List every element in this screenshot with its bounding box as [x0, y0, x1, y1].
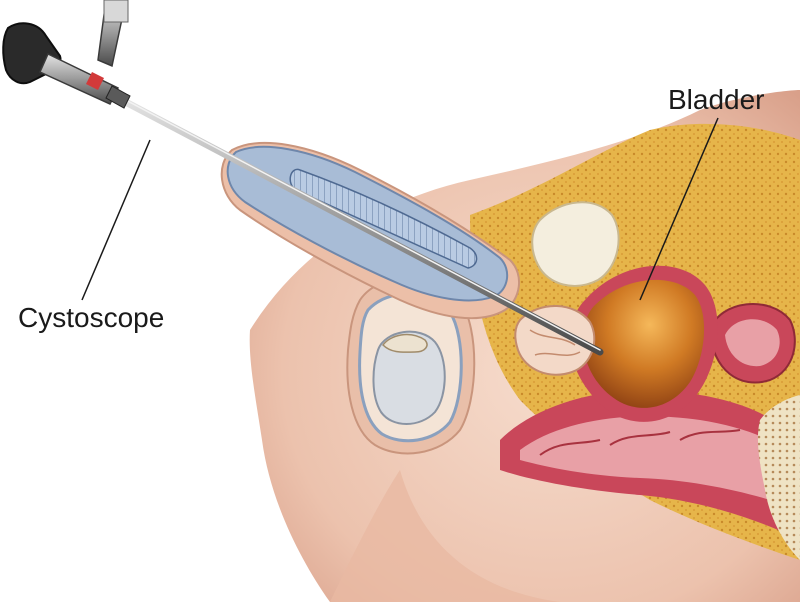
cystoscope-collar	[105, 85, 131, 109]
cystoscope-shaft-highlight	[117, 95, 601, 351]
bladder-leader-line	[639, 117, 719, 301]
cystoscope-head	[2, 0, 131, 109]
sacrum	[757, 395, 800, 560]
cystoscope-label: Cystoscope	[18, 302, 165, 333]
bladder	[583, 279, 705, 408]
rectum-inner	[520, 416, 800, 510]
cystoscope-shaft	[114, 94, 604, 356]
bladder-label: Bladder	[668, 84, 765, 115]
prostate	[514, 305, 596, 376]
buttock-shadow	[330, 470, 560, 602]
prostate-lobes	[529, 329, 581, 356]
epididymis	[382, 333, 428, 353]
cystoscope-red-ring	[86, 72, 104, 90]
cystoscope-light-cap	[103, 0, 129, 23]
colon-loop-inner	[725, 319, 780, 367]
rectum-folds	[539, 429, 741, 456]
pubic-bone	[531, 201, 620, 287]
testis	[372, 330, 446, 425]
cystoscope-leader-line	[81, 139, 151, 301]
